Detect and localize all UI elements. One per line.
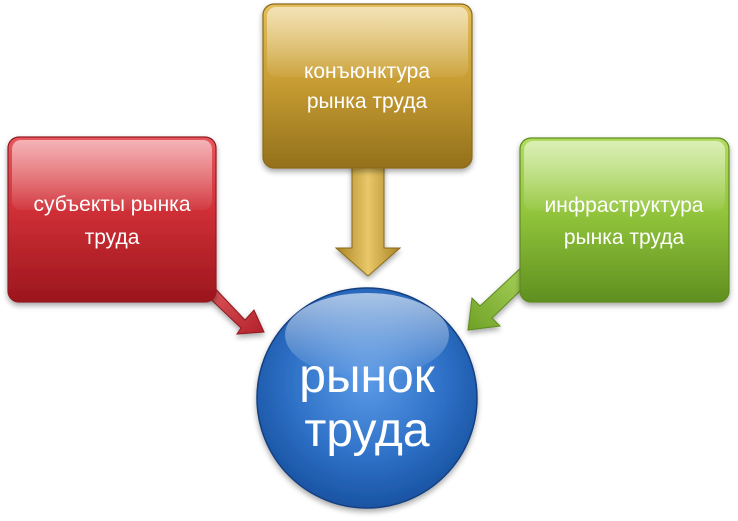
box-subjects: субъекты рынка труда bbox=[7, 136, 217, 303]
box-infrastructure: инфраструктура рынка труда bbox=[519, 137, 730, 303]
box-subjects-label-line1: субъекты рынка bbox=[33, 193, 190, 216]
box-conjuncture: конъюнктура рынка труда bbox=[262, 3, 473, 169]
center-circle-labor-market: рынок труда bbox=[256, 287, 478, 509]
box-conjuncture-label-line2: рынка труда bbox=[307, 90, 428, 113]
box-infrastructure-label-line2: рынка труда bbox=[564, 226, 685, 249]
arrow-conjuncture-to-center bbox=[334, 161, 402, 277]
center-label-line2: труда bbox=[304, 404, 430, 457]
box-conjuncture-label-line1: конъюнктура bbox=[304, 60, 430, 83]
box-subjects-label-line2: труда bbox=[85, 226, 140, 249]
center-label-line1: рынок bbox=[299, 350, 435, 403]
box-infrastructure-label-line1: инфраструктура bbox=[545, 194, 704, 217]
